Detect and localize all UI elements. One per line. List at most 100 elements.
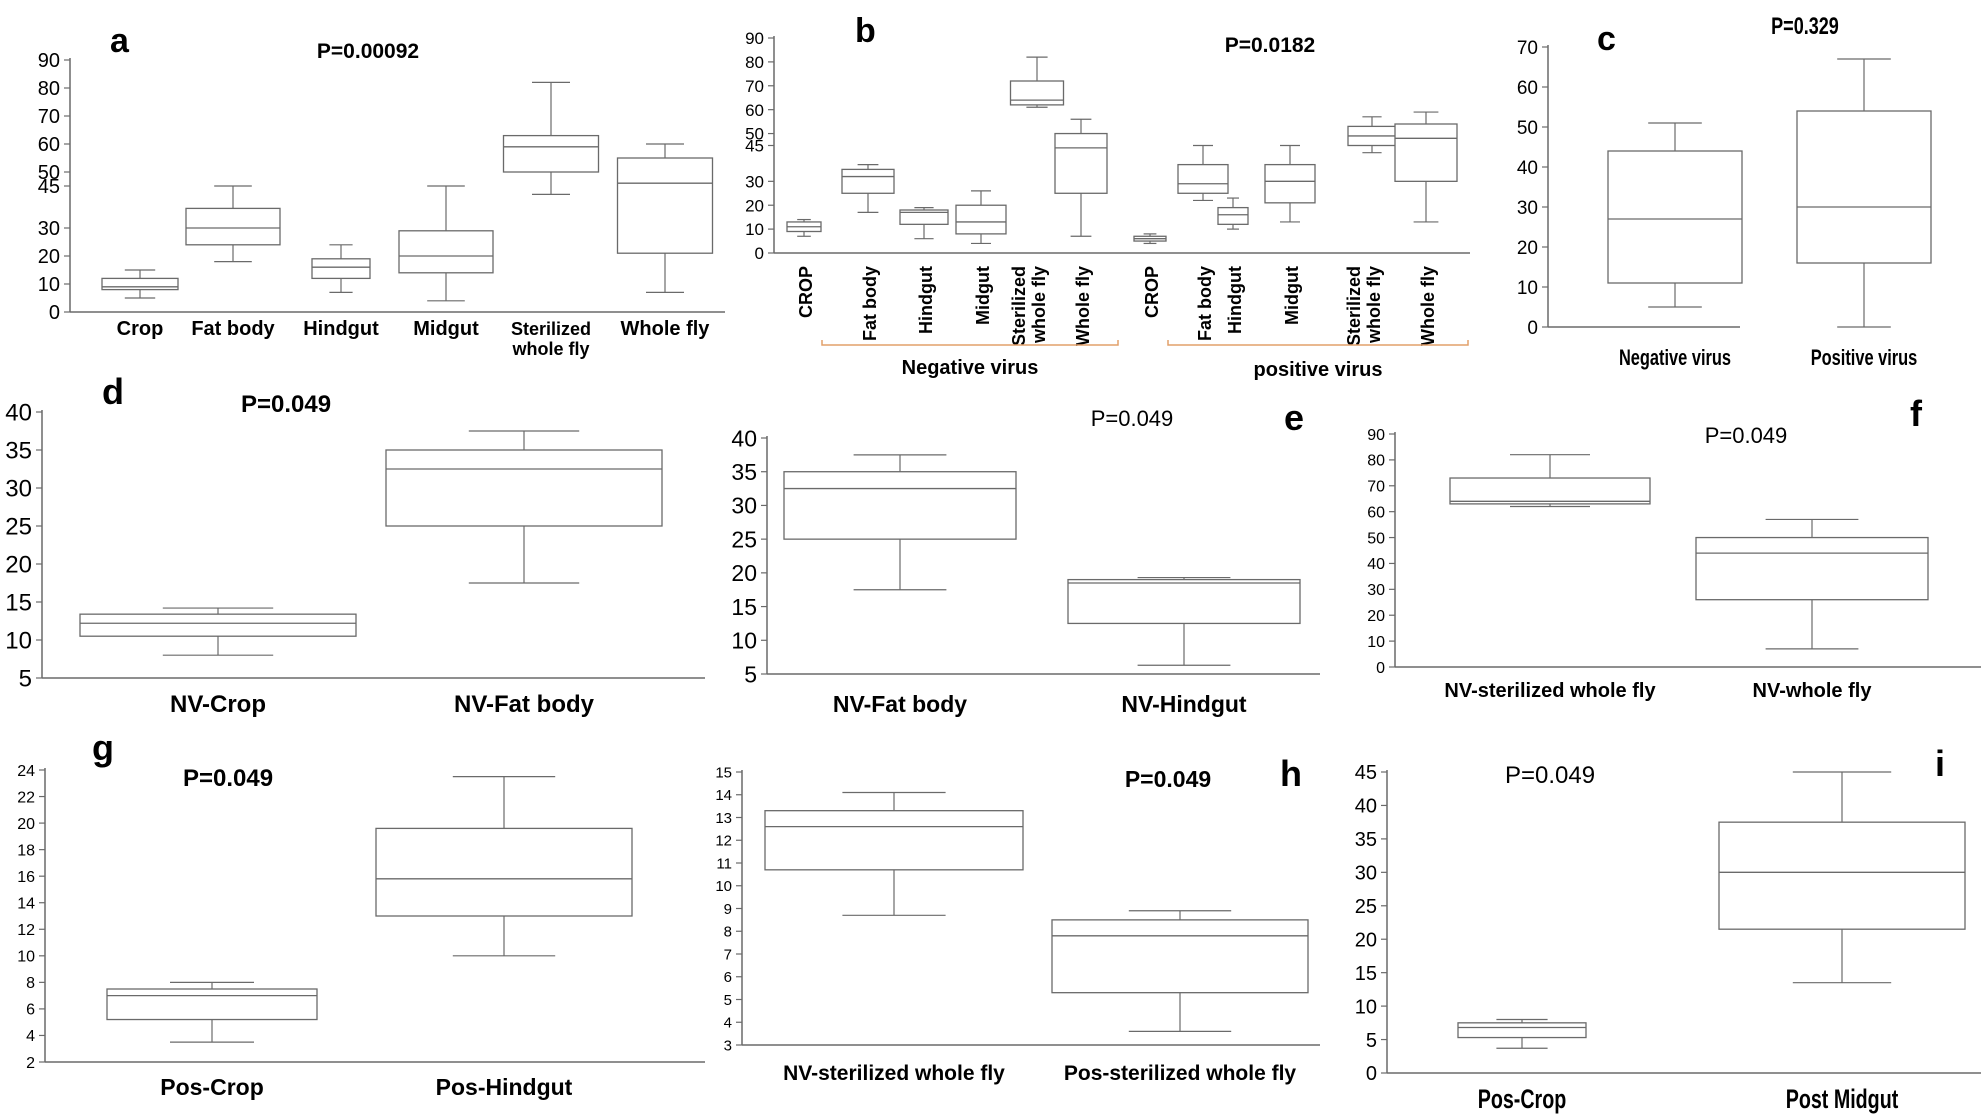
- y-tick-label: 50: [1517, 118, 1538, 139]
- y-tick-label: 30: [1355, 863, 1377, 885]
- box-plot: [1177, 144, 1229, 202]
- x-category-text: Whole fly: [1418, 266, 1438, 346]
- box-plot: [764, 791, 1024, 916]
- y-tick-label: 10: [715, 878, 732, 895]
- y-tick-label: 30: [1367, 582, 1385, 599]
- y-tick-label: 11: [716, 855, 732, 872]
- box-plot: [1607, 122, 1743, 308]
- y-tick-label: 35: [731, 459, 757, 485]
- y-tick-label: 5: [724, 992, 732, 1009]
- iqr-box: [1067, 578, 1301, 625]
- box-plot: [385, 430, 663, 584]
- y-tick-label: 4: [26, 1028, 35, 1045]
- box-plot: [955, 190, 1007, 245]
- y-tick-label: 10: [1355, 996, 1377, 1018]
- x-category-label: NV-whole fly: [1753, 680, 1873, 702]
- y-tick-label: 15: [731, 594, 757, 620]
- box-plot: [1457, 1018, 1587, 1049]
- box-plot: [616, 143, 714, 293]
- y-tick-label: 25: [1355, 896, 1377, 918]
- x-category-label: Hindgut: [303, 318, 379, 340]
- y-tick-label: 12: [715, 833, 732, 850]
- box-plot: [1347, 116, 1397, 154]
- panel-letter: d: [102, 371, 124, 412]
- x-category-text: whole fly: [1364, 266, 1384, 344]
- y-tick-label: 18: [17, 842, 35, 859]
- p-value-label: P=0.049: [1125, 766, 1211, 792]
- panel-letter: e: [1284, 397, 1304, 438]
- iqr-box: [375, 827, 633, 917]
- box-plot: [1067, 576, 1301, 666]
- x-category-label: Pos-Crop: [1478, 1084, 1566, 1113]
- y-tick-label: 14: [715, 787, 732, 804]
- iqr-box: [79, 613, 357, 637]
- box-plot: [1051, 910, 1309, 1032]
- y-tick-label: 7: [724, 946, 732, 963]
- x-category-label: NV-Crop: [170, 691, 266, 718]
- p-value-label: P=0.0182: [1225, 34, 1316, 57]
- x-category-label: Hindgut: [916, 266, 936, 334]
- x-category-label: Pos-sterilized whole fly: [1064, 1062, 1297, 1085]
- box-plot: [1695, 518, 1929, 650]
- y-tick-label: 22: [17, 789, 35, 806]
- x-category-text: Midgut: [973, 266, 993, 325]
- x-category-label: NV-Hindgut: [1121, 691, 1247, 717]
- y-tick-label: 15: [5, 590, 32, 617]
- x-category-label: Fat body: [860, 266, 880, 341]
- x-category-text: Hindgut: [1225, 266, 1245, 334]
- iqr-box: [955, 204, 1007, 235]
- y-tick-label: 10: [1367, 634, 1385, 651]
- box-plot: [502, 81, 600, 195]
- y-tick-label: 50: [1367, 530, 1385, 547]
- box-plot: [79, 607, 357, 656]
- y-tick-label: 13: [715, 810, 732, 827]
- x-category-label: Fat body: [191, 318, 275, 340]
- iqr-box: [398, 230, 494, 274]
- iqr-box: [1394, 123, 1458, 182]
- y-tick-label: 16: [17, 869, 35, 886]
- y-tick-label: 0: [1376, 660, 1385, 677]
- iqr-box: [385, 449, 663, 527]
- x-category-label: Pos-Hindgut: [436, 1074, 573, 1100]
- box-plot: [1133, 233, 1167, 245]
- iqr-box: [1796, 110, 1932, 264]
- box-plot: [1264, 144, 1316, 223]
- box-plot: [1217, 197, 1249, 230]
- box-plot: [1394, 111, 1458, 223]
- iqr-box: [899, 209, 949, 225]
- iqr-box: [783, 471, 1017, 540]
- y-tick-label: 45: [1355, 762, 1377, 784]
- x-category-label: Positive virus: [1811, 346, 1918, 371]
- x-category-label: NV-Fat body: [833, 691, 967, 717]
- x-category-label: Midgut: [973, 266, 993, 325]
- panel-letter: f: [1910, 393, 1923, 434]
- panel-letter: b: [855, 12, 876, 50]
- x-category-label: whole fly: [511, 339, 589, 359]
- panel-f: fP=0.0490102030405060708090NV-sterilized…: [1367, 393, 1981, 702]
- y-tick-label: 60: [745, 101, 764, 120]
- y-tick-label: 20: [1517, 238, 1538, 259]
- iqr-box: [616, 157, 714, 254]
- box-plot: [101, 269, 179, 299]
- y-tick-label: 35: [5, 438, 32, 465]
- y-tick-label: 8: [26, 975, 35, 992]
- y-tick-label: 24: [17, 763, 35, 780]
- box-plot: [398, 185, 494, 302]
- x-category-label: Whole fly: [1418, 266, 1438, 346]
- iqr-box: [1607, 150, 1743, 284]
- y-tick-label: 20: [38, 246, 60, 268]
- y-tick-label: 5: [19, 666, 32, 693]
- iqr-box: [1264, 163, 1316, 204]
- iqr-box: [841, 168, 895, 194]
- y-tick-label: 80: [38, 78, 60, 100]
- y-tick-label: 12: [17, 922, 35, 939]
- x-category-text: Fat body: [860, 266, 880, 341]
